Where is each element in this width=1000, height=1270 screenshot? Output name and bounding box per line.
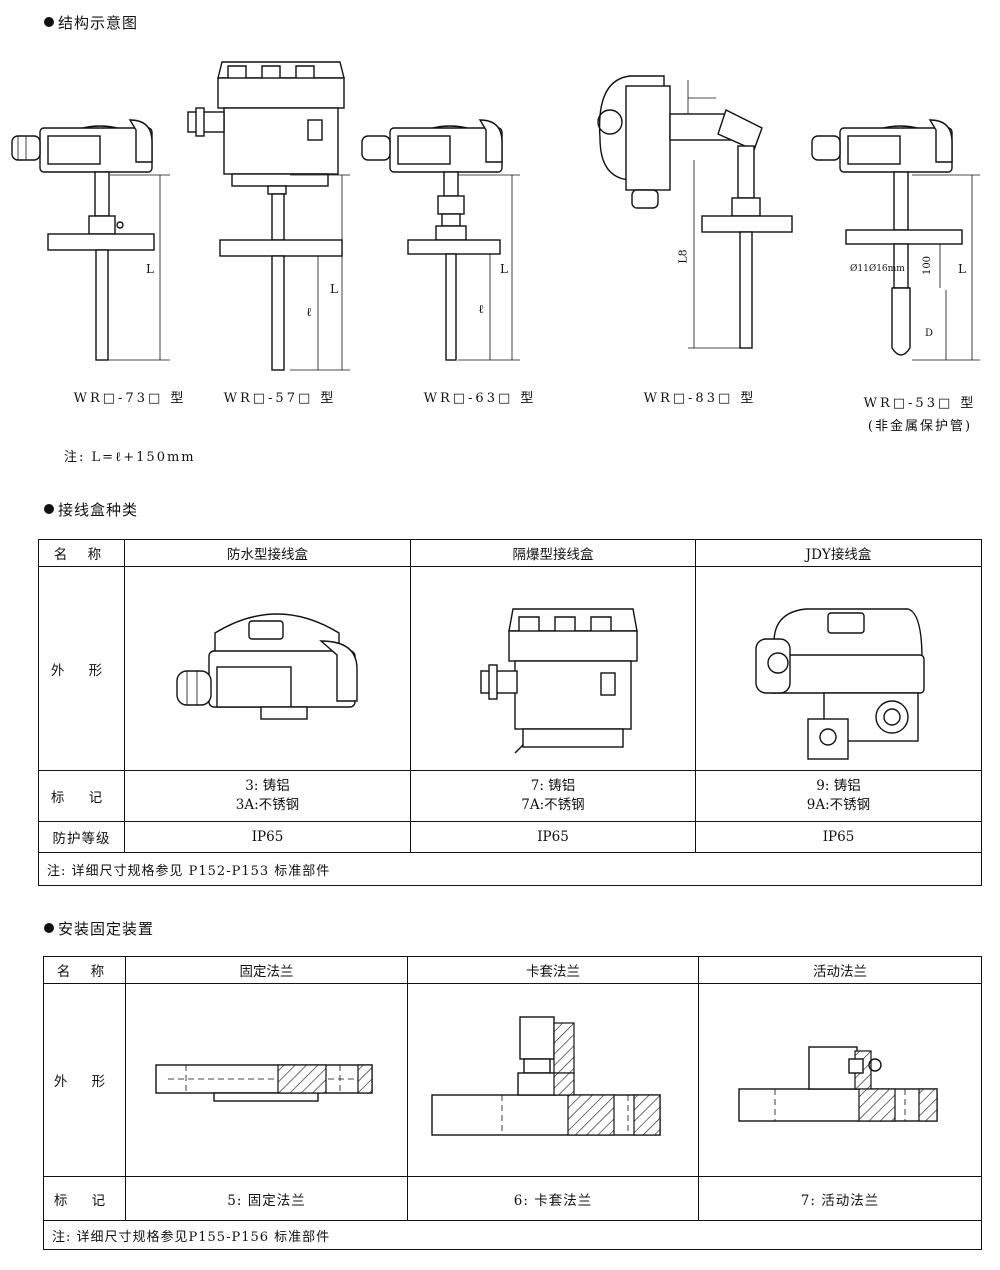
model-sublabel: (非金属保护管) (867, 419, 973, 434)
explosion-proof-box-image (410, 566, 696, 771)
model-label: WR□-73□ 型 (73, 391, 187, 406)
mark-cell: 7: 活动法兰 (698, 1176, 982, 1221)
model-label: WR□-83□ 型 (643, 391, 757, 406)
dim-L-73: L (146, 262, 154, 276)
dim-D-53: D (925, 328, 934, 339)
bullet-icon (44, 17, 54, 27)
bullet-icon (44, 923, 54, 933)
bullet-icon (44, 504, 54, 514)
model-53-drawing (811, 119, 980, 361)
mounting-table-note: 注: 详细尺寸规格参见P155-P156 标准部件 (43, 1220, 982, 1250)
protection-cell: IP65 (695, 821, 982, 853)
model-57-drawing (187, 61, 350, 371)
model-63-drawing (361, 119, 520, 361)
model-73-drawing (11, 119, 170, 361)
model-83-drawing (597, 75, 793, 349)
protection-cell: IP65 (124, 821, 411, 853)
section-title-junction-boxes: 接线盒种类 (44, 499, 138, 520)
header-name: 名 称 (43, 956, 126, 984)
header-fixed-flange: 固定法兰 (125, 956, 408, 984)
model-label: WR□-57□ 型 (223, 391, 337, 406)
header-clamp-flange: 卡套法兰 (407, 956, 699, 984)
header-jdy: JDY接线盒 (695, 539, 982, 567)
junction-table-note: 注: 详细尺寸规格参见 P152-P153 标准部件 (38, 852, 982, 886)
dim-L-63: L (500, 262, 508, 276)
header-movable-flange: 活动法兰 (698, 956, 982, 984)
section-title-structure: 结构示意图 (44, 12, 138, 33)
dim-l-63: ℓ (478, 302, 484, 316)
row-label-shape: 外 形 (43, 983, 126, 1177)
dim-L-57: L (330, 282, 338, 296)
clamp-flange-image (407, 983, 699, 1177)
dim-L8-83: L8 (676, 249, 690, 264)
waterproof-box-image (124, 566, 411, 771)
dim-100-53: 100 (922, 255, 934, 276)
row-label-protection: 防护等级 (38, 821, 125, 853)
movable-flange-image (698, 983, 982, 1177)
row-label-mark: 标 记 (38, 770, 125, 822)
fixed-flange-image (125, 983, 408, 1177)
model-label: WR□-53□ 型 (863, 396, 977, 411)
dim-l-57: ℓ (306, 305, 312, 319)
header-name: 名 称 (38, 539, 125, 567)
structure-note: 注: L=ℓ+150mm (64, 450, 196, 465)
mark-cell: 5: 固定法兰 (125, 1176, 408, 1221)
jdy-box-image (695, 566, 982, 771)
protection-cell: IP65 (410, 821, 696, 853)
row-label-mark: 标 记 (43, 1176, 126, 1221)
mounting-table: 名 称 固定法兰 卡套法兰 活动法兰 外 形 (43, 956, 982, 1250)
model-label: WR□-63□ 型 (423, 391, 537, 406)
section-title-mounting: 安装固定装置 (44, 918, 154, 939)
mark-cell: 6: 卡套法兰 (407, 1176, 699, 1221)
dim-L-53: L (958, 262, 966, 276)
structure-drawings (11, 61, 980, 371)
header-explosion-proof: 隔爆型接线盒 (410, 539, 696, 567)
row-label-shape: 外 形 (38, 566, 125, 771)
junction-box-table: 名 称 防水型接线盒 隔爆型接线盒 JDY接线盒 外 形 (38, 539, 982, 886)
dim-dia-53: Ø11Ø16mm (850, 264, 905, 274)
header-waterproof: 防水型接线盒 (124, 539, 411, 567)
